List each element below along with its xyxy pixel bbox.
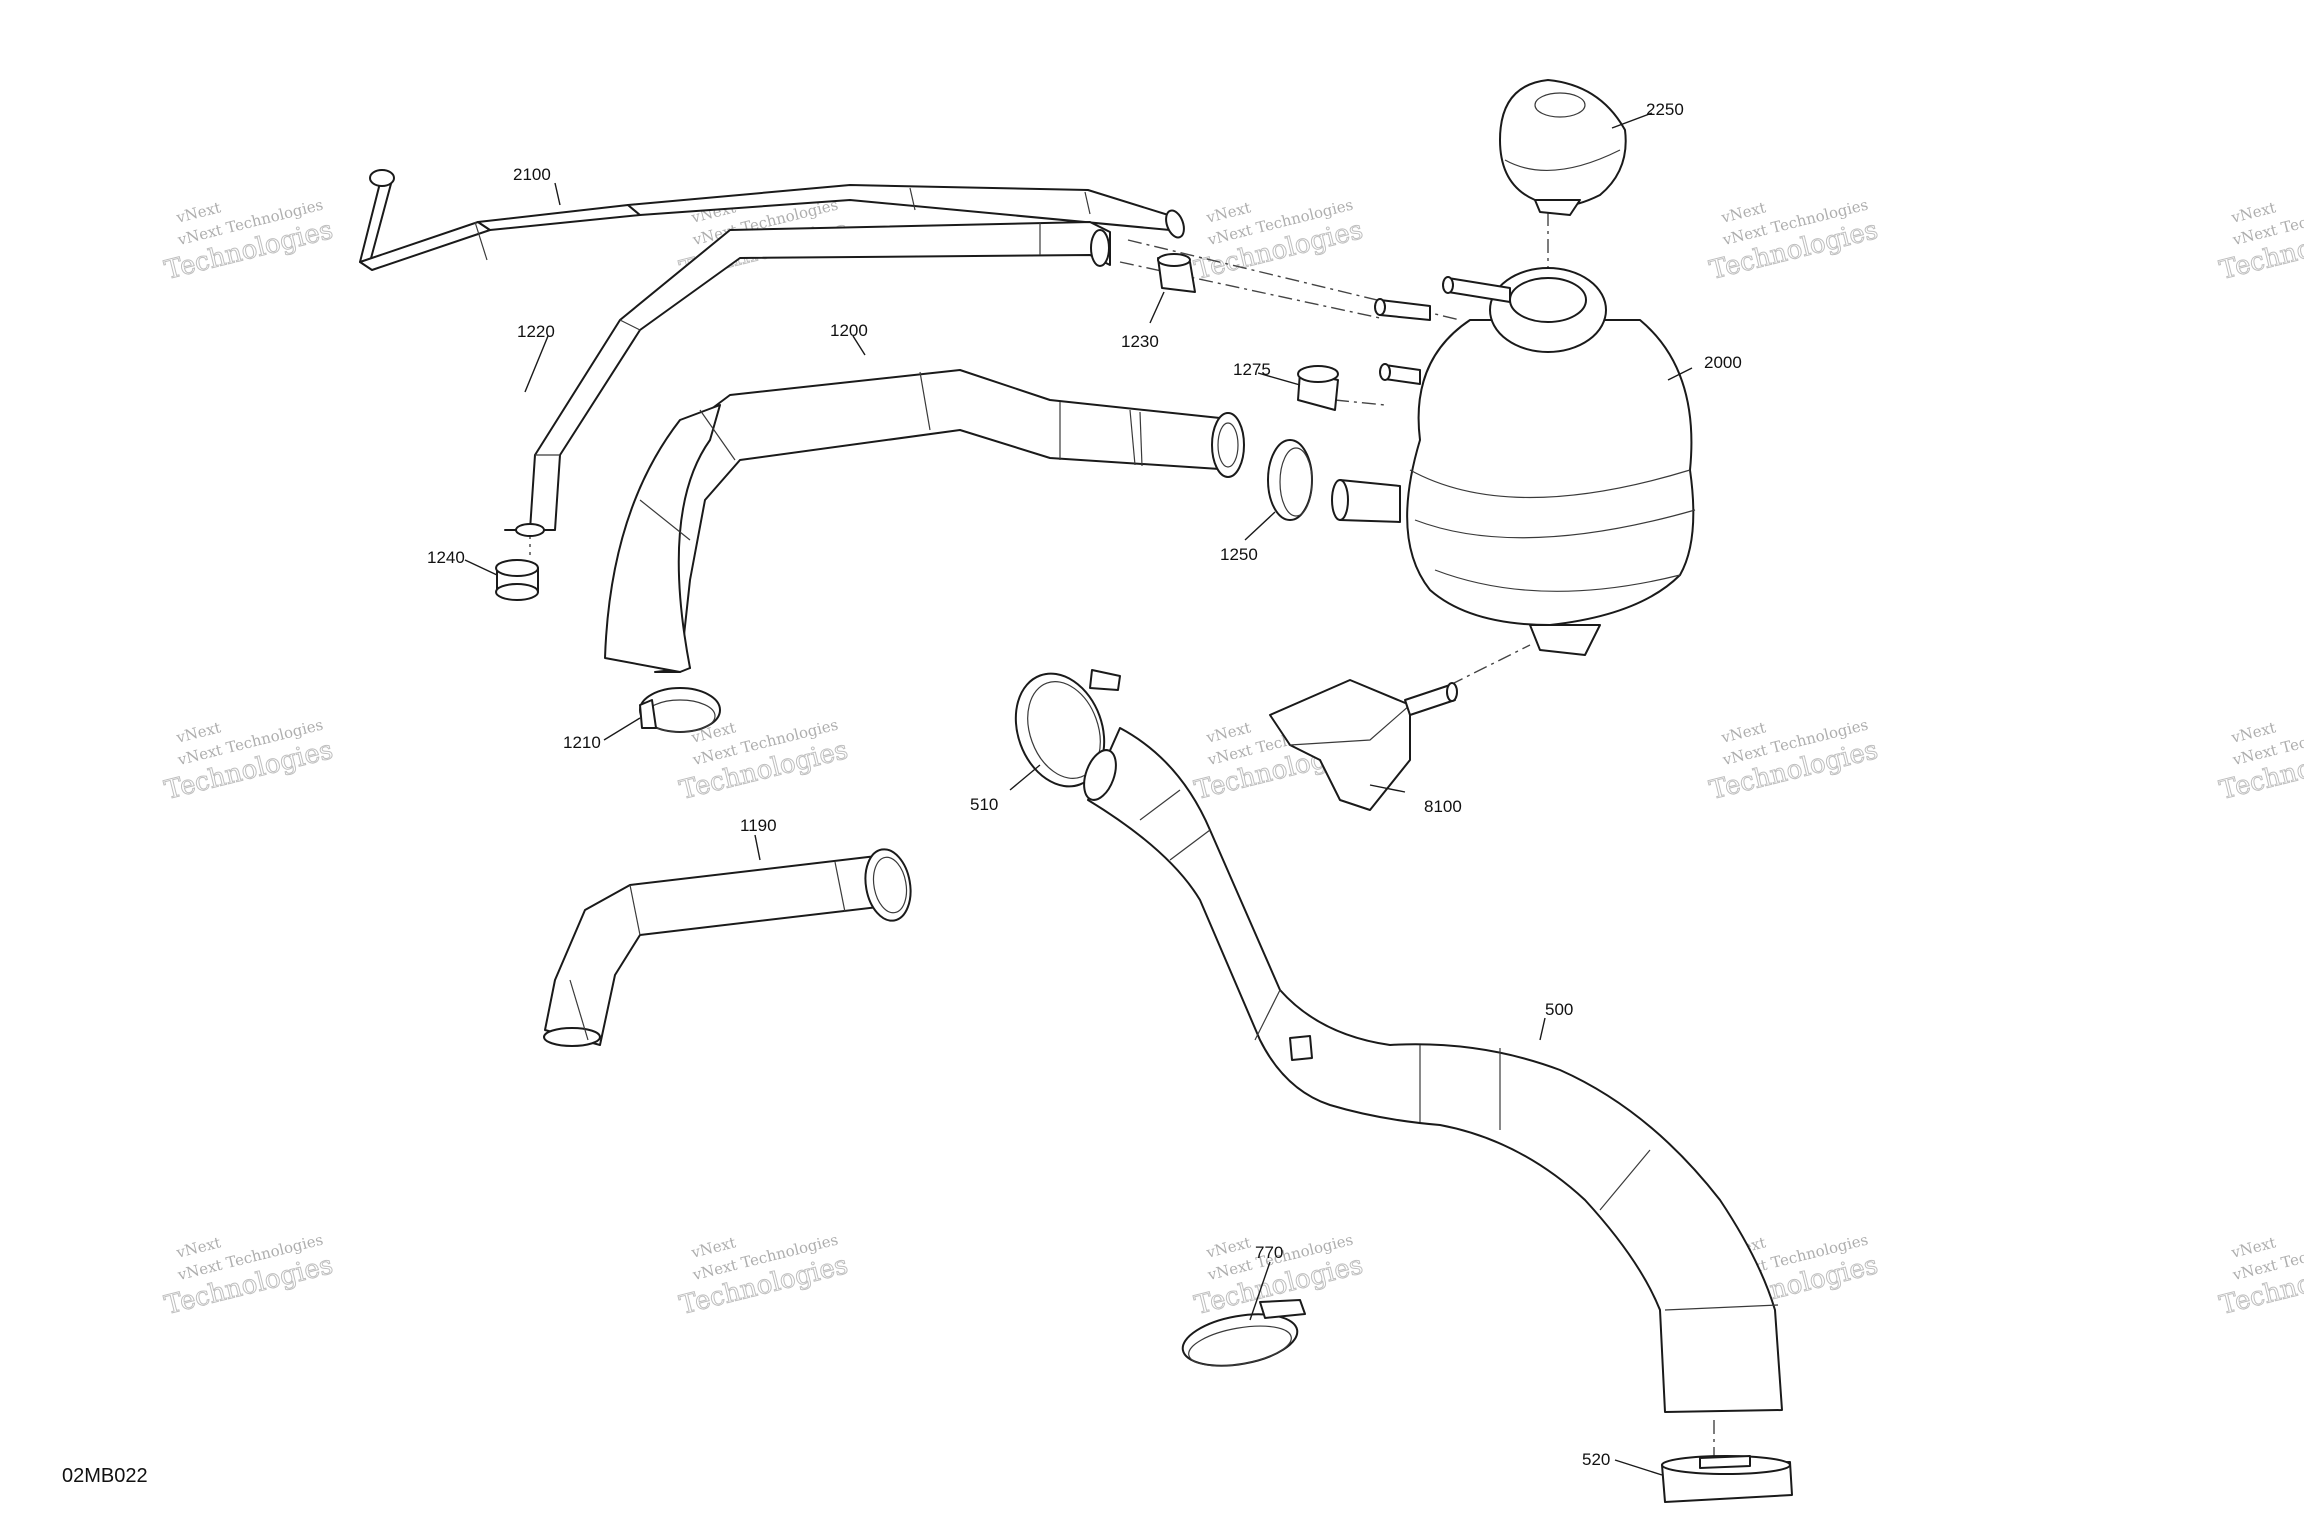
callout-500: 500 (1545, 1000, 1573, 1019)
cap-2250 (1499, 79, 1627, 216)
clamp-1275 (1297, 365, 1339, 411)
clamp-1230 (1157, 253, 1196, 293)
callout-1275: 1275 (1233, 360, 1271, 379)
clamp-770 (1181, 1299, 1306, 1367)
callout-2100: 2100 (513, 165, 551, 184)
hose-1190 (543, 848, 912, 1047)
hose-1200 (604, 369, 1245, 673)
callout-510: 510 (970, 795, 998, 814)
callout-1230: 1230 (1121, 332, 1159, 351)
hose-1220 (504, 221, 1111, 537)
callout-520: 520 (1582, 1450, 1610, 1469)
diagram-id: 02MB022 (62, 1465, 148, 1487)
callout-1210: 1210 (563, 733, 601, 752)
callout-1190: 1190 (740, 816, 777, 835)
hose-2100 (359, 169, 1185, 271)
leader-lines (464, 112, 1693, 1476)
watermark-layer: vNext vNext Technologies Technologies vN… (161, 196, 2304, 1322)
hose-500 (1083, 727, 1783, 1413)
callout-1250: 1250 (1220, 545, 1258, 564)
clamp-1240 (495, 559, 539, 601)
bracket-8100 (1269, 679, 1458, 811)
callout-2000: 2000 (1704, 353, 1742, 372)
tank-2000 (1331, 267, 1696, 656)
callouts: 2250 2100 1230 1275 2000 1220 1200 1250 … (427, 100, 1742, 1469)
callout-1200: 1200 (830, 321, 868, 340)
callout-1240: 1240 (427, 548, 465, 567)
callout-8100: 8100 (1424, 797, 1462, 816)
callout-2250: 2250 (1646, 100, 1684, 119)
clamp-1250 (1267, 439, 1313, 521)
callout-1220: 1220 (517, 322, 555, 341)
clamp-520 (1661, 1455, 1793, 1503)
clamp-1210 (639, 687, 721, 733)
callout-770: 770 (1255, 1243, 1283, 1262)
clamp-510 (1014, 669, 1121, 788)
